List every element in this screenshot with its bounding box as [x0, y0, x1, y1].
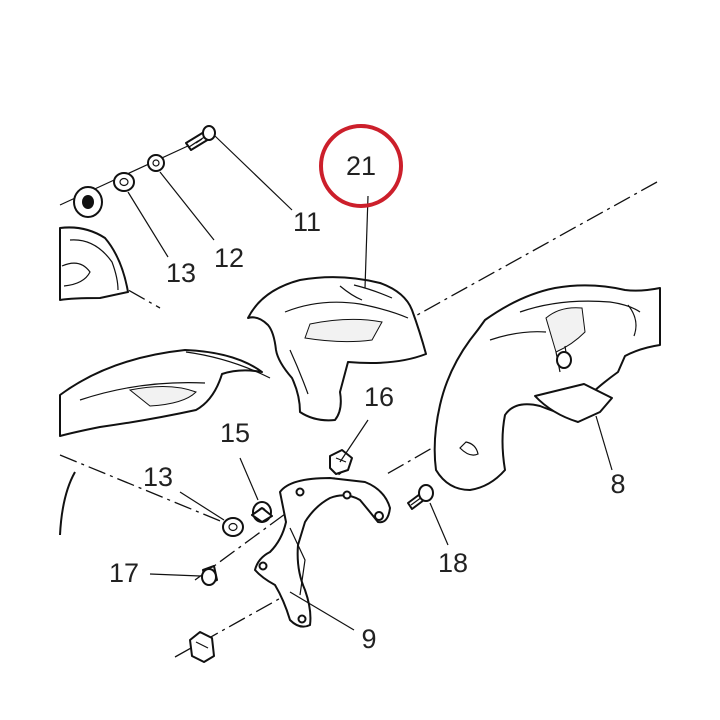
washer-13-lower: [222, 517, 244, 537]
spacer-15: [251, 501, 273, 523]
axis-bottom: [174, 589, 296, 658]
grommet-assembly: [59, 125, 216, 218]
grommet-hole: [82, 195, 94, 209]
left-fairing-upper: [59, 226, 129, 301]
clip-16: [329, 449, 353, 475]
bolt-11: [185, 125, 216, 151]
callout-16: 16: [364, 382, 394, 412]
part-21-cover: [247, 276, 427, 422]
part-8-stud: [556, 351, 572, 369]
callout-13-lower: 13: [143, 462, 173, 492]
axis-upper: [299, 181, 658, 381]
callout-11: 11: [293, 207, 321, 237]
screw-18: [407, 484, 434, 510]
callout-15: 15: [220, 418, 250, 448]
part-9-hole-1: [295, 487, 305, 497]
callout-18: 18: [438, 548, 468, 578]
part-9-hole-2: [342, 490, 352, 500]
part-9-hole-5: [297, 614, 307, 624]
leader-lines: [127, 135, 613, 631]
screw-17: [201, 565, 218, 586]
left-fairing-lower: [59, 349, 271, 437]
callout-17: 17: [109, 558, 139, 588]
washer-13: [113, 172, 135, 192]
highlight-ring: [319, 124, 403, 208]
callout-9: 9: [361, 624, 376, 654]
part-9-hole-4: [258, 561, 268, 571]
part-8-housing: [433, 284, 661, 491]
part-8-bracket: [534, 383, 613, 423]
washer-12: [147, 154, 165, 172]
clip-lower: [189, 631, 215, 663]
callout-21: 21: [346, 151, 376, 181]
callout-8: 8: [610, 469, 625, 499]
part-9-hole-3: [374, 511, 384, 521]
part-9-bracket: [254, 477, 391, 628]
callout-12: 12: [214, 243, 244, 273]
left-fairing-bottom: [59, 471, 76, 536]
callout-13-upper: 13: [166, 258, 196, 288]
callout-labels: 21 11 12 13 16 15 13 8 18 17 9: [109, 151, 626, 654]
